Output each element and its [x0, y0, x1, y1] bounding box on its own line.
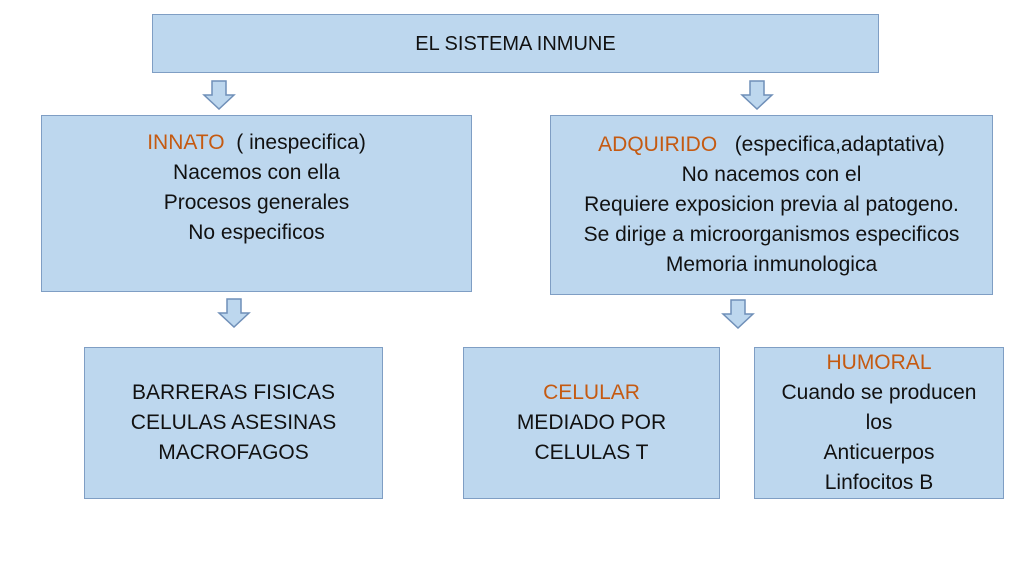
- adquirido-heading-line: ADQUIRIDO (especifica,adaptativa): [598, 130, 945, 160]
- humoral-node-box: HUMORAL Cuando se producen los Anticuerp…: [754, 347, 1004, 499]
- humoral-heading: HUMORAL: [826, 351, 932, 374]
- celular-heading: CELULAR: [543, 381, 640, 404]
- root-node-title: EL SISTEMA INMUNE: [415, 32, 616, 55]
- innato-line: Procesos generales: [163, 191, 350, 214]
- adquirido-line: No nacemos con el: [681, 163, 862, 186]
- innato-heading: INNATO: [147, 131, 225, 154]
- adquirido-line: Requiere exposicion previa al patogeno.: [584, 193, 959, 216]
- celular-line: CELULAS T: [534, 441, 649, 464]
- innato-line: Nacemos con ella: [173, 161, 340, 184]
- humoral-line: los: [865, 411, 893, 434]
- down-arrow-icon: [202, 80, 236, 110]
- down-arrow-icon: [740, 80, 774, 110]
- celular-line: MEDIADO POR: [516, 411, 667, 434]
- adquirido-line: Memoria inmunologica: [665, 253, 878, 276]
- innato-heading-suffix: ( inespecifica): [224, 131, 366, 154]
- adquirido-line: Se dirige a microorganismos especificos: [583, 223, 960, 246]
- humoral-line: Cuando se producen: [781, 381, 977, 404]
- innato-line: No especificos: [188, 221, 325, 244]
- barreras-line: CELULAS ASESINAS: [130, 411, 337, 434]
- innato-node-box: INNATO ( inespecifica) Nacemos con ella …: [41, 115, 472, 292]
- adquirido-node-box: ADQUIRIDO (especifica,adaptativa) No nac…: [550, 115, 993, 295]
- celular-node-box: CELULAR MEDIADO POR CELULAS T: [463, 347, 720, 499]
- barreras-line: BARRERAS FISICAS: [131, 381, 336, 404]
- adquirido-heading: ADQUIRIDO: [598, 133, 718, 156]
- barreras-node-box: BARRERAS FISICAS CELULAS ASESINAS MACROF…: [84, 347, 383, 499]
- innato-heading-line: INNATO ( inespecifica): [147, 128, 366, 158]
- adquirido-heading-suffix: (especifica,adaptativa): [717, 133, 945, 156]
- root-node-box: EL SISTEMA INMUNE: [152, 14, 879, 73]
- humoral-line: Anticuerpos: [823, 441, 935, 464]
- down-arrow-icon: [217, 298, 251, 328]
- down-arrow-icon: [721, 299, 755, 329]
- barreras-line: MACROFAGOS: [158, 441, 309, 464]
- humoral-line: Linfocitos B: [824, 471, 934, 494]
